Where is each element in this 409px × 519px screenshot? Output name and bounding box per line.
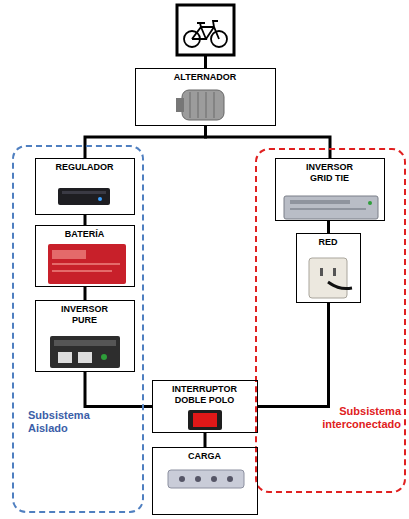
box-title: REGULADOR [39, 162, 131, 173]
box-title: CARGA [156, 451, 254, 462]
inverter-box: INVERSOR PURE [35, 300, 135, 372]
box-title: INVERSOR PURE [55, 304, 115, 326]
connector-line [204, 433, 207, 447]
switch-box: INTERRUPTOR DOBLE POLO [152, 380, 258, 433]
box-title: ALTERNADOR [140, 72, 270, 83]
connector-line [206, 126, 331, 158]
box-title: RED [300, 237, 357, 248]
battery-box: BATERÍA [35, 225, 135, 287]
connector-line [84, 287, 87, 300]
grid-subsystem-region: Subsistema interconectado INVERSOR GRID T… [255, 148, 406, 493]
isolated-subsystem-region: Subsistema Aislado REGULADOR BATERÍA INVERS… [12, 145, 144, 513]
outlet-photo [309, 258, 352, 298]
battery-photo [48, 244, 126, 284]
connector-line [85, 126, 206, 158]
shaft-line [204, 55, 207, 68]
switch-photo [188, 410, 222, 430]
regulator-box: REGULADOR [35, 158, 135, 215]
region-label: Subsistema interconectado [301, 405, 401, 431]
connector-line [84, 215, 87, 225]
region-label: Subsistema Aislado [28, 409, 128, 435]
bicycle-icon [184, 21, 227, 47]
alternator-photo [176, 90, 224, 120]
grid-tie-inverter-photo [284, 196, 378, 219]
load-photo [168, 470, 244, 488]
grid-box: RED [296, 233, 361, 303]
connector-line [327, 221, 330, 233]
box-title: INVERSOR GRID TIE [300, 162, 360, 184]
alternator-box: ALTERNADOR [135, 68, 276, 126]
box-title: BATERÍA [39, 229, 131, 240]
bicycle-frame [177, 5, 234, 55]
inverter-box: INVERSOR GRID TIE [275, 158, 385, 221]
box-title: INTERRUPTOR DOBLE POLO [169, 384, 241, 406]
connector-line [258, 303, 329, 407]
load-box: CARGA [152, 447, 258, 515]
connector-line [85, 372, 152, 407]
pure-inverter-photo [50, 336, 120, 368]
regulator-photo [58, 188, 110, 205]
